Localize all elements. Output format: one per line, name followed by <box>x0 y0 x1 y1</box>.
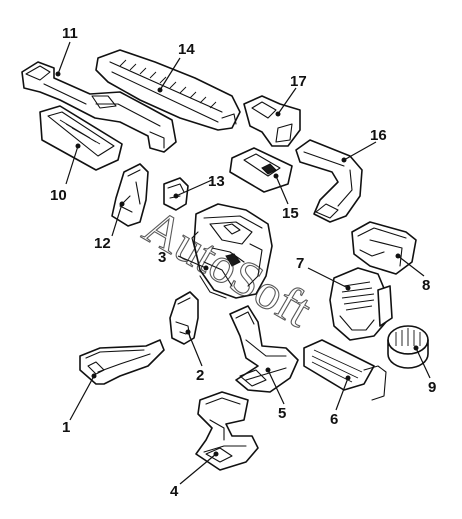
callout-4: 4 <box>170 483 179 500</box>
callout-12: 12 <box>94 235 111 252</box>
callout-2: 2 <box>196 367 204 384</box>
part-3-heater-housing <box>191 203 273 299</box>
part-16-right-air-duct <box>295 139 363 223</box>
part-12-vertical-duct <box>111 163 149 227</box>
part-10-outlet-vent <box>39 105 123 171</box>
part-15-seal-frame <box>229 147 293 193</box>
callout-1: 1 <box>62 419 70 436</box>
part-11-left-air-duct <box>21 61 177 153</box>
callout-7: 7 <box>296 255 304 272</box>
callout-3: 3 <box>158 249 166 266</box>
leader-lines <box>55 41 431 485</box>
part-2-small-connector-duct <box>169 291 199 345</box>
callout-labels: 1 2 3 4 5 6 7 8 9 10 11 12 13 14 15 16 1… <box>50 25 436 500</box>
part-14-top-distribution-duct <box>95 49 241 131</box>
part-1-lower-left-duct <box>79 339 165 385</box>
callout-9: 9 <box>428 379 436 396</box>
callout-15: 15 <box>282 205 299 222</box>
part-5-floor-duct <box>229 305 299 393</box>
callout-5: 5 <box>278 405 286 422</box>
callout-8: 8 <box>422 277 430 294</box>
callout-6: 6 <box>330 411 338 428</box>
callout-14: 14 <box>178 41 195 58</box>
callout-16: 16 <box>370 127 387 144</box>
part-8-cover-box <box>351 221 417 275</box>
callout-11: 11 <box>62 25 78 42</box>
part-6-filter-plate <box>303 339 387 401</box>
callout-17: 17 <box>290 73 307 90</box>
callout-13: 13 <box>208 173 225 190</box>
callout-10: 10 <box>50 187 67 204</box>
part-4-bottom-floor-duct <box>195 391 259 471</box>
part-17-small-elbow-duct <box>243 95 301 147</box>
part-7-blower-housing <box>329 267 393 341</box>
